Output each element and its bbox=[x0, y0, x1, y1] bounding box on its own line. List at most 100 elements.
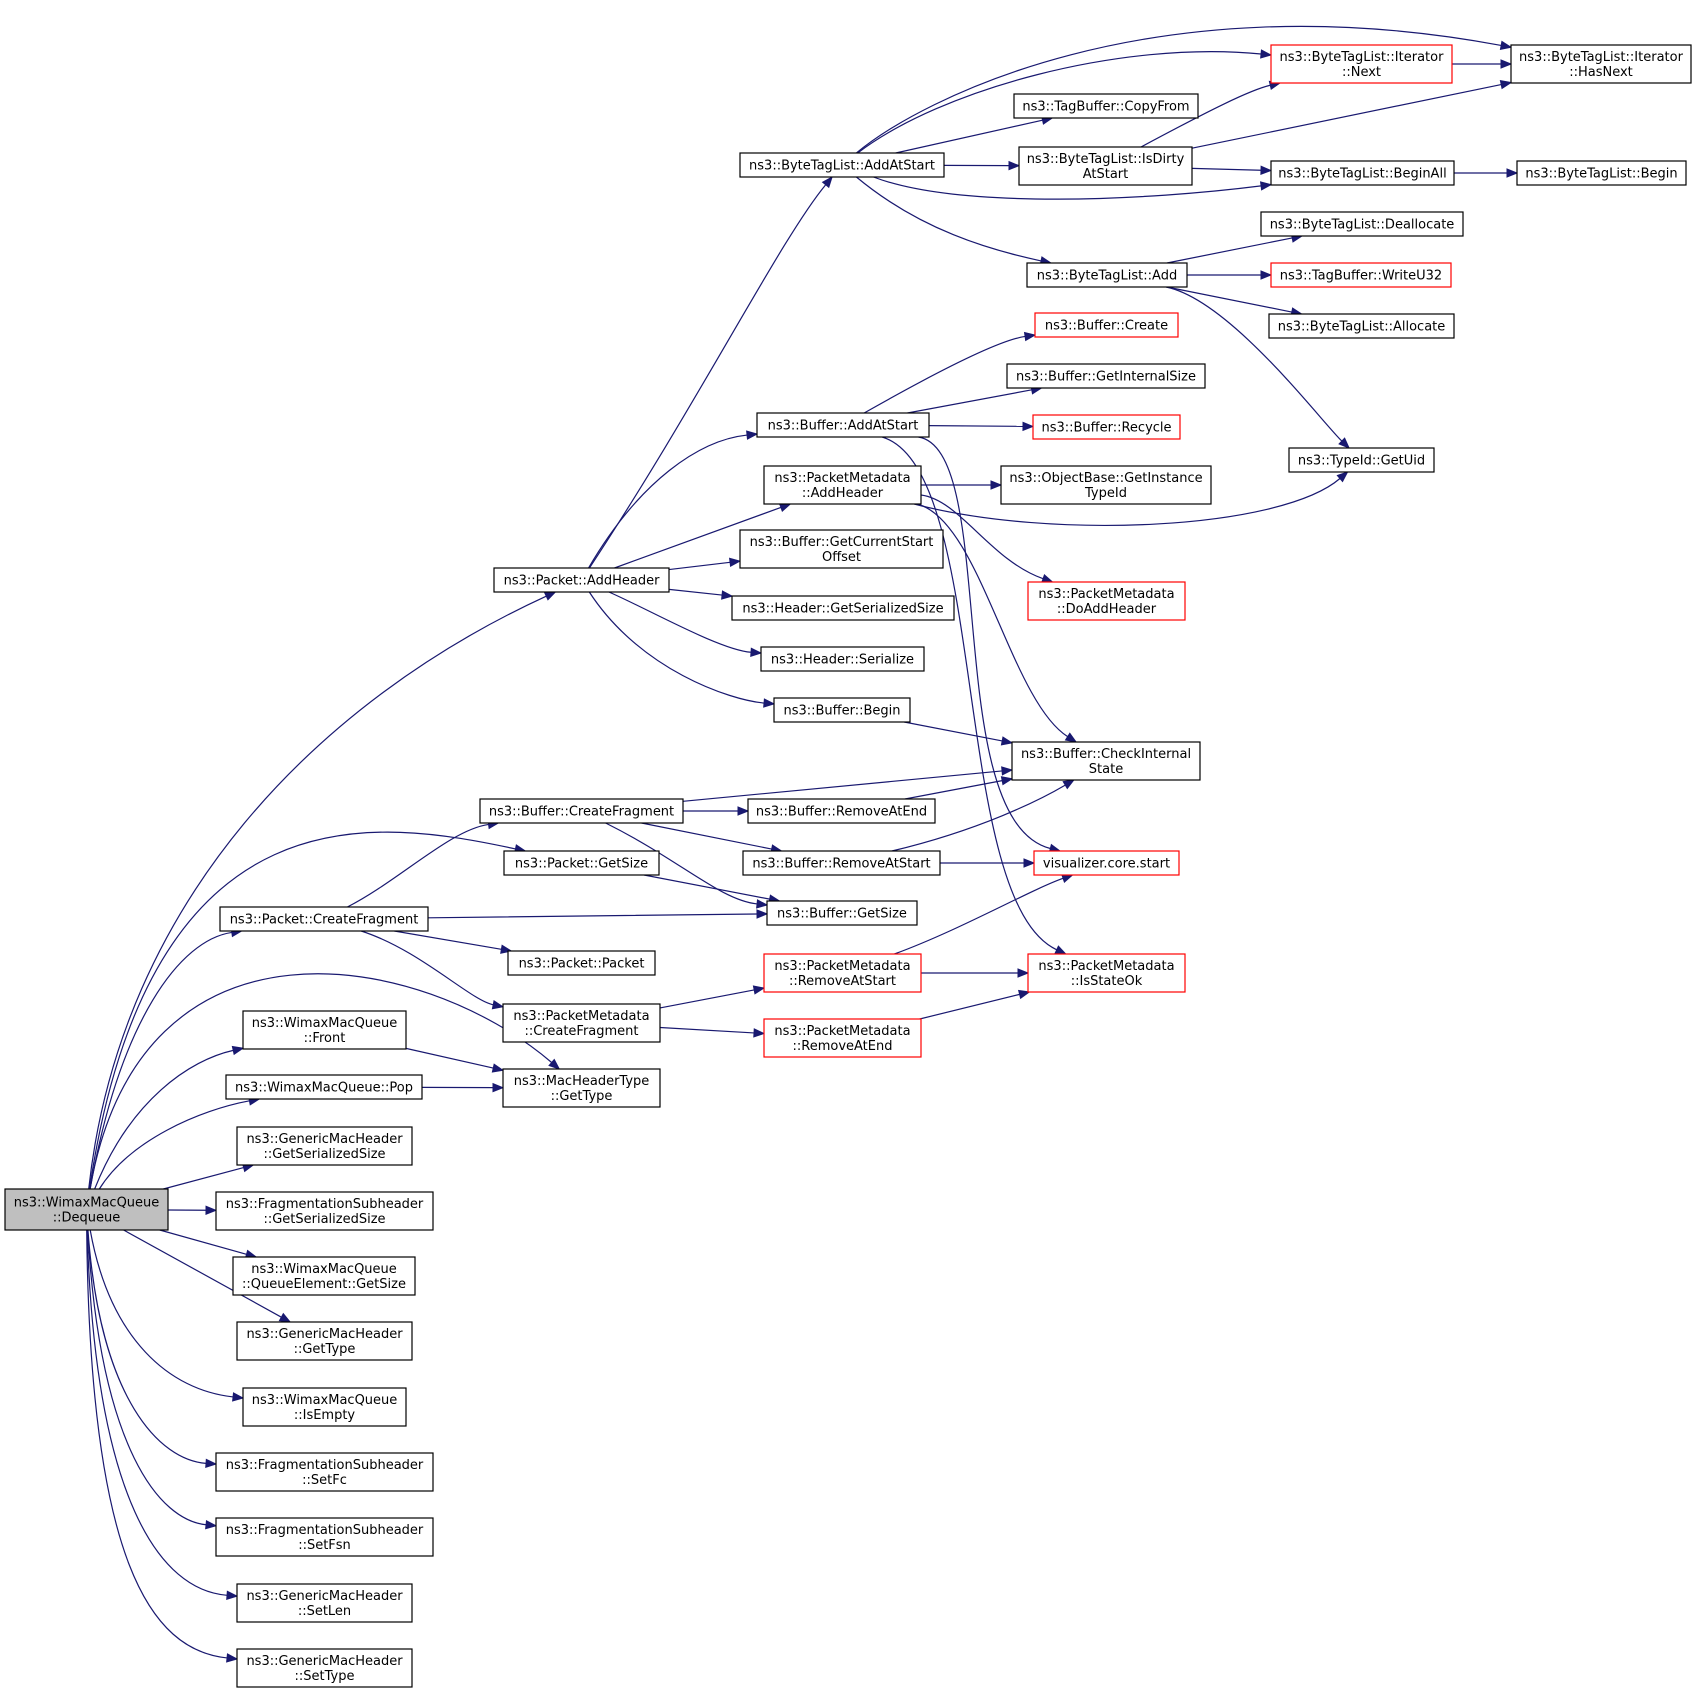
node-tb_copyfrom[interactable]: ns3::TagBuffer::CopyFrom bbox=[1013, 93, 1199, 119]
node-btl_add[interactable]: ns3::ByteTagList::Add bbox=[1026, 262, 1188, 288]
node-wmq_pop[interactable]: ns3::WimaxMacQueue::Pop bbox=[225, 1074, 423, 1100]
node-buf_removeatend[interactable]: ns3::Buffer::RemoveAtEnd bbox=[747, 798, 936, 824]
node-gmh_setlen[interactable]: ns3::GenericMacHeader::SetLen bbox=[236, 1583, 413, 1623]
node-box[interactable] bbox=[236, 1583, 413, 1623]
node-buf_removeatstart[interactable]: ns3::Buffer::RemoveAtStart bbox=[742, 850, 941, 876]
node-box[interactable] bbox=[763, 465, 922, 505]
node-fsh_setfc[interactable]: ns3::FragmentationSubheader::SetFc bbox=[215, 1452, 434, 1492]
node-box[interactable] bbox=[773, 697, 911, 723]
node-pkt_addheader[interactable]: ns3::Packet::AddHeader bbox=[493, 567, 670, 593]
node-box[interactable] bbox=[766, 900, 918, 926]
node-buf_recycle[interactable]: ns3::Buffer::Recycle bbox=[1032, 414, 1181, 440]
node-pm_removeatend[interactable]: ns3::PacketMetadata::RemoveAtEnd bbox=[763, 1018, 922, 1058]
node-box[interactable] bbox=[502, 1068, 661, 1108]
node-buf_getsize[interactable]: ns3::Buffer::GetSize bbox=[766, 900, 918, 926]
node-box[interactable] bbox=[507, 950, 656, 976]
node-box[interactable] bbox=[1288, 447, 1435, 473]
node-fsh_setfsn[interactable]: ns3::FragmentationSubheader::SetFsn bbox=[215, 1517, 434, 1557]
node-mht_gettype[interactable]: ns3::MacHeaderType::GetType bbox=[502, 1068, 661, 1108]
node-tb_writeu32[interactable]: ns3::TagBuffer::WriteU32 bbox=[1270, 262, 1452, 288]
node-hdr_getser[interactable]: ns3::Header::GetSerializedSize bbox=[731, 595, 955, 621]
node-box[interactable] bbox=[503, 850, 660, 876]
node-box[interactable] bbox=[236, 1648, 413, 1688]
node-pm_createfrag[interactable]: ns3::PacketMetadata::CreateFragment bbox=[502, 1003, 661, 1043]
node-buf_createfrag[interactable]: ns3::Buffer::CreateFragment bbox=[479, 798, 684, 824]
node-pkt_createfrag[interactable]: ns3::Packet::CreateFragment bbox=[219, 906, 429, 932]
node-box[interactable] bbox=[1270, 44, 1453, 84]
node-box[interactable] bbox=[502, 1003, 661, 1043]
node-btl_begin[interactable]: ns3::ByteTagList::Begin bbox=[1516, 160, 1687, 186]
node-pm_addheader[interactable]: ns3::PacketMetadata::AddHeader bbox=[763, 465, 922, 505]
node-box[interactable] bbox=[242, 1387, 407, 1427]
node-box[interactable] bbox=[763, 953, 922, 993]
node-box[interactable] bbox=[225, 1074, 423, 1100]
node-buf_create[interactable]: ns3::Buffer::Create bbox=[1034, 312, 1179, 338]
node-box[interactable] bbox=[742, 850, 941, 876]
node-box[interactable] bbox=[1260, 211, 1464, 237]
node-btli_hasnext[interactable]: ns3::ByteTagList::Iterator::HasNext bbox=[1510, 44, 1692, 84]
node-box[interactable] bbox=[1011, 741, 1201, 781]
node-btl_allocate[interactable]: ns3::ByteTagList::Allocate bbox=[1268, 313, 1455, 339]
node-gmh_getser[interactable]: ns3::GenericMacHeader::GetSerializedSize bbox=[236, 1126, 413, 1166]
node-pkt_getsize[interactable]: ns3::Packet::GetSize bbox=[503, 850, 660, 876]
node-box[interactable] bbox=[215, 1517, 434, 1557]
node-box[interactable] bbox=[1270, 262, 1452, 288]
node-box[interactable] bbox=[1510, 44, 1692, 84]
node-btl_dealloc[interactable]: ns3::ByteTagList::Deallocate bbox=[1260, 211, 1464, 237]
node-box[interactable] bbox=[1034, 312, 1179, 338]
node-box[interactable] bbox=[1000, 465, 1212, 505]
node-box[interactable] bbox=[493, 567, 670, 593]
node-box[interactable] bbox=[1268, 313, 1455, 339]
node-pm_removeatstart[interactable]: ns3::PacketMetadata::RemoveAtStart bbox=[763, 953, 922, 993]
node-box[interactable] bbox=[747, 798, 936, 824]
node-box[interactable] bbox=[4, 1188, 169, 1231]
node-box[interactable] bbox=[1018, 146, 1193, 186]
node-box[interactable] bbox=[1516, 160, 1687, 186]
node-box[interactable] bbox=[739, 529, 944, 569]
node-box[interactable] bbox=[215, 1452, 434, 1492]
node-buf_addatstart[interactable]: ns3::Buffer::AddAtStart bbox=[756, 412, 930, 438]
node-box[interactable] bbox=[1006, 363, 1206, 389]
node-box[interactable] bbox=[731, 595, 955, 621]
node-buf_begin[interactable]: ns3::Buffer::Begin bbox=[773, 697, 911, 723]
node-wmq_qe_getsize[interactable]: ns3::WimaxMacQueue::QueueElement::GetSiz… bbox=[232, 1256, 416, 1296]
node-box[interactable] bbox=[236, 1321, 413, 1361]
node-gmh_settype[interactable]: ns3::GenericMacHeader::SetType bbox=[236, 1648, 413, 1688]
node-wmq_front[interactable]: ns3::WimaxMacQueue::Front bbox=[242, 1010, 407, 1050]
node-box[interactable] bbox=[236, 1126, 413, 1166]
node-pm_doaddheader[interactable]: ns3::PacketMetadata::DoAddHeader bbox=[1027, 581, 1186, 621]
node-typeid_getuid[interactable]: ns3::TypeId::GetUid bbox=[1288, 447, 1435, 473]
node-pkt_packet[interactable]: ns3::Packet::Packet bbox=[507, 950, 656, 976]
node-box[interactable] bbox=[1013, 93, 1199, 119]
node-buf_getinternal[interactable]: ns3::Buffer::GetInternalSize bbox=[1006, 363, 1206, 389]
node-pm_isstateok[interactable]: ns3::PacketMetadata::IsStateOk bbox=[1027, 953, 1186, 993]
node-box[interactable] bbox=[1027, 581, 1186, 621]
node-btl_beginall[interactable]: ns3::ByteTagList::BeginAll bbox=[1270, 160, 1455, 186]
node-fsh_getser[interactable]: ns3::FragmentationSubheader::GetSerializ… bbox=[215, 1191, 434, 1231]
node-box[interactable] bbox=[739, 152, 945, 178]
node-gmh_gettype[interactable]: ns3::GenericMacHeader::GetType bbox=[236, 1321, 413, 1361]
node-box[interactable] bbox=[232, 1256, 416, 1296]
node-box[interactable] bbox=[763, 1018, 922, 1058]
node-hdr_serialize[interactable]: ns3::Header::Serialize bbox=[760, 646, 925, 672]
node-vis_start[interactable]: visualizer.core.start bbox=[1033, 850, 1180, 876]
node-box[interactable] bbox=[1270, 160, 1455, 186]
node-box[interactable] bbox=[1033, 850, 1180, 876]
node-box[interactable] bbox=[1027, 953, 1186, 993]
node-box[interactable] bbox=[760, 646, 925, 672]
node-box[interactable] bbox=[219, 906, 429, 932]
node-box[interactable] bbox=[479, 798, 684, 824]
node-btli_next[interactable]: ns3::ByteTagList::Iterator::Next bbox=[1270, 44, 1453, 84]
node-wmq_isempty[interactable]: ns3::WimaxMacQueue::IsEmpty bbox=[242, 1387, 407, 1427]
node-box[interactable] bbox=[215, 1191, 434, 1231]
node-box[interactable] bbox=[1026, 262, 1188, 288]
node-btl_addatstart[interactable]: ns3::ByteTagList::AddAtStart bbox=[739, 152, 945, 178]
node-root[interactable]: ns3::WimaxMacQueue::Dequeue bbox=[4, 1188, 169, 1231]
node-box[interactable] bbox=[1032, 414, 1181, 440]
node-box[interactable] bbox=[242, 1010, 407, 1050]
node-box[interactable] bbox=[756, 412, 930, 438]
